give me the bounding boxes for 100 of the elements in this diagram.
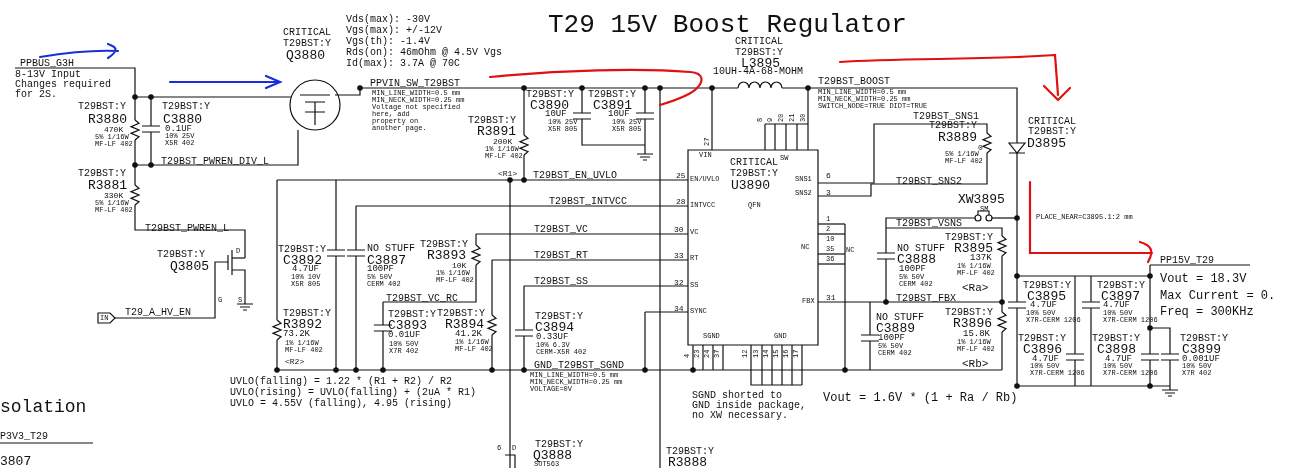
part-tag: T29BST:Y: [666, 447, 714, 457]
net-label: P3V3_T29: [0, 432, 48, 442]
part-tag: T29BST:Y: [162, 102, 210, 112]
value-label: 0.001UF: [1182, 355, 1220, 364]
spec-text: Vgs(max): +/-12V: [346, 26, 442, 36]
value-label: 100PF: [367, 265, 394, 274]
value-label: 10K: [452, 262, 467, 270]
value-label: <R2>: [285, 358, 305, 366]
net-label: T29BST_VC_RC: [386, 294, 458, 304]
part-tag: T29BST:Y: [420, 240, 468, 250]
value-label: 4.7UF: [1030, 301, 1057, 310]
part-tag: T29BST:Y: [929, 121, 977, 131]
note-text: solation: [0, 398, 87, 416]
reference-designator: Q3880: [286, 49, 325, 62]
part-tag: T29BST:Y: [535, 312, 583, 322]
reference-designator: R3881: [88, 179, 127, 192]
spec-text: Rds(on): 46mOhm @ 4.5V Vgs: [346, 48, 503, 58]
part-tag: T29BST:Y: [588, 90, 636, 100]
reference-designator: C3895: [1027, 290, 1066, 303]
value-label: 200K: [493, 138, 513, 146]
value-label: 0.33UF: [536, 333, 569, 342]
value-label: 4.7UF: [292, 265, 319, 274]
value-label: 330K: [104, 192, 124, 200]
note-text: Vout = 18.3V: [1160, 273, 1247, 285]
reference-designator: C3898: [1097, 343, 1136, 356]
note-text: SGND shorted to GND inside package, no XW necessary.: [692, 391, 807, 421]
reference-designator: R3880: [88, 113, 127, 126]
net-label: T29BST_VSNS: [896, 219, 962, 229]
part-tag: T29BST:Y: [535, 440, 583, 450]
value-label: 0.01UF: [388, 331, 421, 340]
value-label: 0: [978, 144, 983, 152]
part-tag: T29BST:Y: [278, 245, 326, 255]
net-label: T29BST_EN_UVLO: [533, 171, 617, 181]
net-label: T29BST_SNS1: [913, 112, 979, 122]
value-label: 4.7UF: [1103, 301, 1130, 310]
value-label: 0.1UF: [165, 125, 192, 134]
part-tag: T29BST:Y: [945, 308, 993, 318]
pin-number: 28: [676, 198, 686, 206]
pin-number: 31: [826, 294, 836, 302]
part-tag: NO STUFF: [897, 244, 945, 254]
reference-designator: D3895: [1027, 137, 1066, 150]
value-label: 4.7UF: [1105, 355, 1132, 364]
part-tag: T29BST:Y: [1092, 334, 1140, 344]
spec-text: Id(max): 3.7A @ 70C: [346, 59, 461, 69]
net-label: GND_T29BST_SGND: [534, 361, 624, 371]
part-tag: T29BST:Y: [468, 116, 516, 126]
part-tag: T29BST:Y: [78, 102, 126, 112]
part-tag: T29BST:Y: [735, 48, 783, 58]
value-label: <Rb>: [962, 359, 989, 370]
part-tag: T29BST:Y: [1028, 127, 1076, 137]
part-tag: T29BST:Y: [283, 39, 331, 49]
pin-number: 30: [674, 226, 684, 234]
value-label: 73.2K: [283, 330, 310, 339]
reference-designator: C3892: [283, 254, 322, 267]
pin-number: 34: [674, 305, 684, 313]
reference-designator: R3889: [938, 131, 977, 144]
reference-designator: C3893: [388, 319, 427, 332]
part-tag: T29BST:Y: [1018, 334, 1066, 344]
pin-number: 32: [674, 279, 684, 287]
part-tag: T29BST:Y: [945, 233, 993, 243]
formula-text: Vout = 1.6V * (1 + Ra / Rb): [823, 392, 1018, 404]
pin-number: 25: [676, 172, 686, 180]
reference-designator: C3889: [876, 322, 915, 335]
reference-designator: R3895: [954, 242, 993, 255]
net-label: T29BST_RT: [534, 251, 588, 261]
reference-designator: C3899: [1182, 343, 1221, 356]
reference-designator: C3888: [897, 253, 936, 266]
reference-designator: R3893: [427, 249, 466, 262]
value-label: 10UF: [545, 110, 567, 119]
reference-designator: 3807: [0, 455, 32, 468]
value-label: 100PF: [899, 265, 926, 274]
reference-designator: Q3888: [533, 449, 572, 462]
part-tag: T29BST:Y: [283, 309, 331, 319]
title: T29 15V Boost Regulator: [548, 12, 907, 38]
value-label: 470K: [104, 126, 124, 134]
reference-designator: R3891: [477, 125, 516, 138]
reference-designator: U3890: [731, 179, 770, 192]
value-label: <R1>: [498, 170, 518, 178]
reference-designator: C3897: [1101, 290, 1140, 303]
reference-designator: R3888: [668, 456, 707, 468]
formula-text: UVLO(rising) = UVLO(falling) + (2uA * R1): [230, 388, 477, 398]
pin-number: 6: [826, 172, 831, 180]
value-label: 100PF: [878, 334, 905, 343]
net-label: T29BST_INTVCC: [549, 197, 627, 207]
part-tag: CRITICAL: [1028, 117, 1076, 127]
part-tag: T29BST:Y: [1180, 334, 1228, 344]
part-tag: T29BST:Y: [78, 169, 126, 179]
note-text: 8-13V Input Changes required for 2S.: [15, 70, 111, 100]
part-tag: T29BST:Y: [157, 250, 205, 260]
part-tag: CRITICAL: [283, 28, 331, 38]
reference-designator: R3892: [283, 318, 322, 331]
reference-designator: R3896: [953, 317, 992, 330]
reference-designator: R3894: [445, 318, 484, 331]
net-label: T29BST_PWREN_DIV_L: [161, 157, 270, 167]
net-label: T29BST_SNS2: [896, 177, 962, 187]
part-tag: CRITICAL: [735, 37, 783, 47]
pin-number: 3: [826, 189, 831, 197]
net-label: T29BST_SS: [534, 277, 588, 287]
value-label: 41.2K: [455, 330, 482, 339]
part-tag: NO STUFF: [876, 313, 924, 323]
